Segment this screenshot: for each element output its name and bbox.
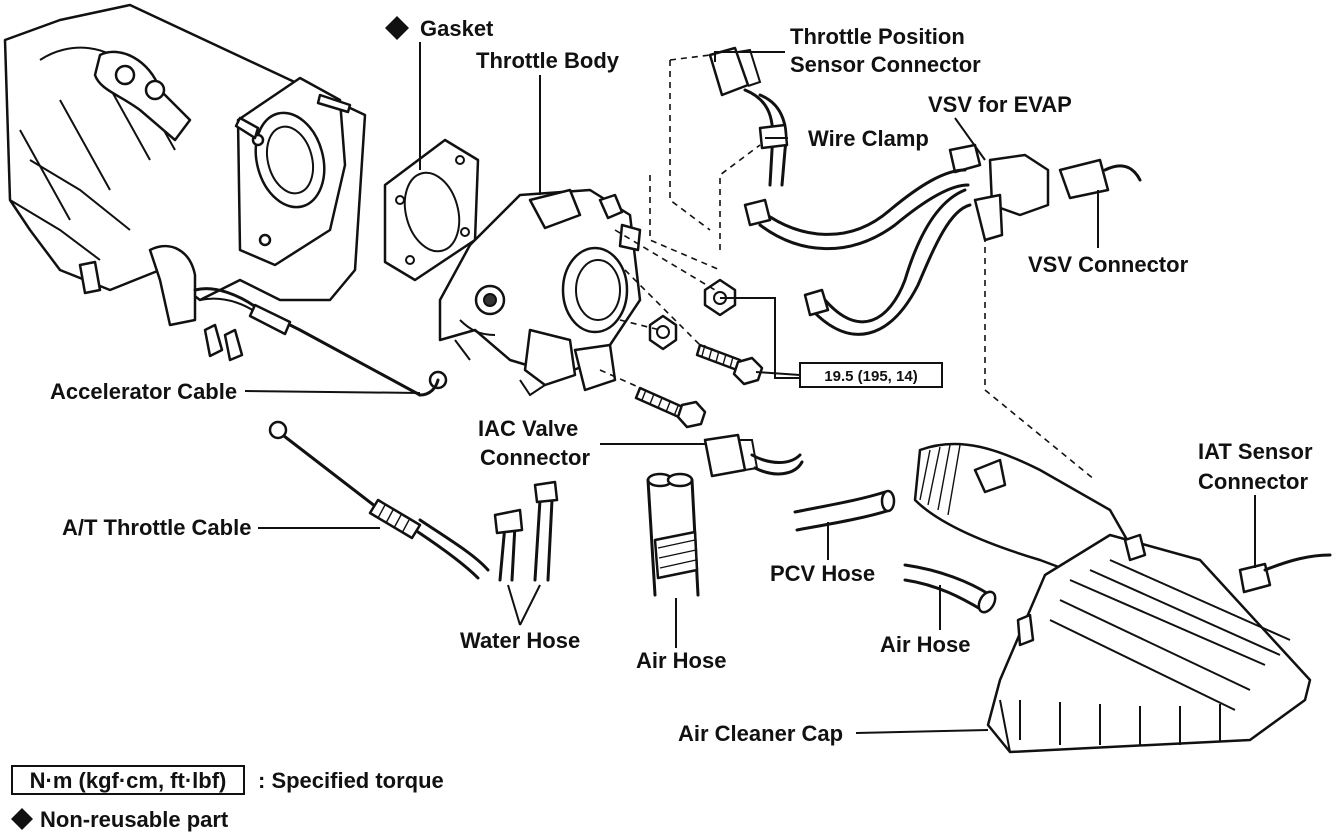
label-vsv-evap: VSV for EVAP	[928, 92, 1072, 117]
water-hose-part	[493, 480, 559, 582]
at-throttle-cable-part	[268, 420, 490, 580]
iat-connector-part	[1238, 553, 1332, 594]
iac-connector-part	[703, 433, 804, 478]
label-tps-connector-line2: Sensor Connector	[790, 52, 981, 77]
torque-callout: 19.5 (195, 14)	[799, 362, 943, 388]
label-throttle-body: Throttle Body	[476, 48, 620, 73]
label-accelerator-cable: Accelerator Cable	[50, 379, 237, 404]
air-cleaner-cap-part	[913, 442, 1312, 754]
label-vsv-connector: VSV Connector	[1028, 252, 1189, 277]
label-iat-line1: IAT Sensor	[1198, 439, 1313, 464]
assembly-guide-lines	[599, 54, 1096, 481]
leader-lines	[244, 42, 1256, 734]
legend: N·m (kgf·cm, ft·lbf) : Specified torque …	[11, 765, 444, 832]
label-air-hose-center: Air Hose	[636, 648, 726, 673]
label-pcv-hose: PCV Hose	[770, 561, 875, 586]
label-wire-clamp: Wire Clamp	[808, 126, 929, 151]
accelerator-cable-part	[193, 287, 448, 397]
label-gasket: Gasket	[420, 16, 494, 41]
label-iac-line2: Connector	[480, 445, 590, 470]
nonreusable-diamond-icon	[385, 16, 409, 40]
gasket-part	[383, 138, 480, 282]
legend-diamond-icon	[11, 808, 33, 830]
air-hose-right-part	[903, 563, 997, 614]
label-air-cleaner-cap: Air Cleaner Cap	[678, 721, 843, 746]
vsv-evap-part	[743, 143, 1142, 336]
throttle-body-part	[438, 188, 642, 397]
label-iac-line1: IAC Valve	[478, 416, 578, 441]
label-water-hose: Water Hose	[460, 628, 580, 653]
torque-value: 19.5 (195, 14)	[824, 368, 917, 385]
intake-manifold	[3, 3, 367, 362]
tps-connector-part	[708, 46, 789, 187]
legend-torque-units: N·m (kgf·cm, ft·lbf)	[30, 768, 227, 793]
legend-nonreusable-text: Non-reusable part	[40, 807, 229, 832]
label-tps-connector-line1: Throttle Position	[790, 24, 965, 49]
label-iat-line2: Connector	[1198, 469, 1308, 494]
fasteners	[634, 278, 764, 429]
label-air-hose-right: Air Hose	[880, 632, 970, 657]
label-at-throttle-cable: A/T Throttle Cable	[62, 515, 251, 540]
pcv-hose-part	[793, 489, 896, 532]
legend-torque-description: : Specified torque	[258, 768, 444, 793]
air-hose-center-part	[646, 472, 700, 597]
labels: Gasket Throttle Body Throttle Position S…	[50, 16, 1313, 746]
legend-torque-box	[11, 765, 245, 795]
